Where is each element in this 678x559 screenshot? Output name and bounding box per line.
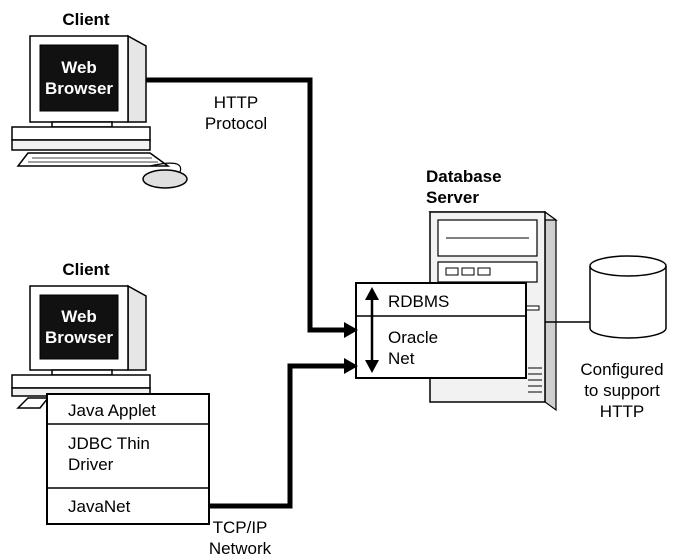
tcpip-label-2: Network (209, 539, 272, 558)
server-title-1: Database (426, 167, 502, 186)
database-caption-1: Configured (580, 360, 663, 379)
client-top-screen-text-1: Web (61, 58, 97, 77)
stack-jdbc-line-1: JDBC Thin (68, 434, 150, 453)
http-label-1: HTTP (214, 93, 258, 112)
client-bottom-screen-text-2: Browser (45, 328, 113, 347)
client-software-stack (46, 393, 210, 525)
client-bottom-screen-text-1: Web (61, 307, 97, 326)
database-caption-2: to support (584, 381, 660, 400)
http-connection-line (146, 77, 358, 338)
server-oracle-net-2: Net (388, 349, 415, 368)
database-caption-3: HTTP (600, 402, 644, 421)
server-software-stack (355, 282, 527, 379)
client-top-screen-text-2: Browser (45, 79, 113, 98)
database-cylinder-icon (589, 255, 667, 339)
stack-java-applet: Java Applet (68, 401, 156, 420)
client-bottom-computer-icon (11, 284, 151, 409)
server-rdbms: RDBMS (388, 292, 449, 311)
client-top-computer-icon (11, 34, 188, 189)
stack-javanet: JavaNet (68, 497, 131, 516)
http-label-2: Protocol (205, 114, 267, 133)
server-oracle-net-1: Oracle (388, 328, 438, 347)
bidirectional-arrow-icon (365, 287, 379, 373)
stack-jdbc-line-2: Driver (68, 455, 114, 474)
server-title-2: Server (426, 188, 479, 207)
tcpip-connection-line (209, 358, 358, 509)
client-bottom-title: Client (62, 260, 110, 279)
tcpip-label-1: TCP/IP (213, 518, 268, 537)
client-top-title: Client (62, 10, 110, 29)
